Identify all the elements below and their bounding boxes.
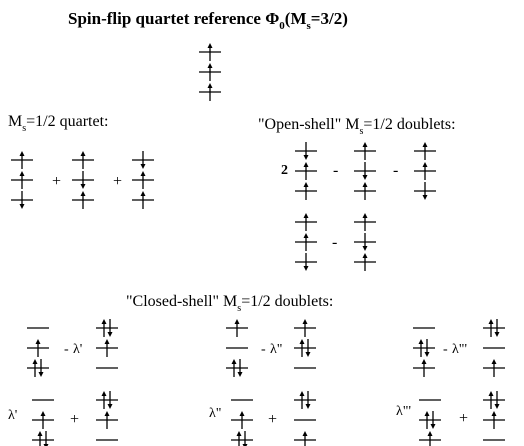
- coefficient-lambda-triple-prime: λ"': [396, 404, 411, 419]
- closed-doublet-configuration: [419, 399, 441, 446]
- coefficient-lambda-prime: λ': [8, 408, 17, 423]
- plus-sign: +: [459, 410, 468, 427]
- minus-sign: -: [261, 342, 266, 357]
- open-doublet-configuration: [295, 213, 317, 271]
- open-doublet-configuration: [354, 213, 376, 271]
- coefficient-lambda-triple-prime: λ"': [452, 342, 467, 357]
- plus-sign: +: [52, 173, 61, 190]
- operators: + + 2 - - - - λ' λ' + - λ" λ" + - λ"' λ"…: [8, 162, 468, 428]
- closed-doublet-configuration: [96, 319, 118, 369]
- coefficient-two: 2: [281, 163, 288, 178]
- closed-doublet-configuration: [226, 319, 248, 377]
- quartet-configuration: [72, 151, 94, 209]
- quartet-label: Ms=1/2 quartet:: [8, 113, 108, 134]
- minus-sign: -: [64, 342, 69, 357]
- closed-doublet-configuration: [96, 391, 118, 441]
- plus-sign: +: [70, 411, 79, 428]
- plus-sign: +: [268, 411, 277, 428]
- open-doublet-configuration: [414, 142, 436, 200]
- reference-configuration: [199, 43, 221, 101]
- closed-doublet-configuration: [483, 319, 505, 377]
- quartet-configuration: [132, 151, 154, 209]
- minus-sign: -: [332, 234, 337, 251]
- closed-doublet-configuration: [294, 319, 316, 369]
- coefficient-lambda-double-prime: λ": [270, 342, 283, 357]
- minus-sign: -: [393, 162, 398, 179]
- open-doublet-configuration: [295, 142, 317, 200]
- minus-sign: -: [333, 162, 338, 179]
- open-doublet-configuration: [354, 142, 376, 200]
- closed-doublet-configuration: [294, 391, 316, 446]
- quartet-configuration: [11, 151, 33, 209]
- plus-sign: +: [113, 173, 122, 190]
- open-shell-doublets-label: "Open-shell" Ms=1/2 doublets:: [258, 116, 456, 137]
- minus-sign: -: [443, 342, 448, 357]
- closed-shell-doublets-label: "Closed-shell" Ms=1/2 doublets:: [126, 293, 333, 314]
- orbital-configurations: [11, 43, 505, 446]
- closed-doublet-configuration: [231, 399, 253, 446]
- closed-doublet-configuration: [32, 399, 54, 446]
- diagram-title: Spin-flip quartet reference Φ0(Ms=3/2): [68, 9, 348, 32]
- coefficient-lambda-double-prime: λ": [209, 406, 222, 421]
- closed-doublet-configuration: [413, 327, 435, 377]
- coefficient-lambda-prime: λ': [73, 342, 82, 357]
- closed-doublet-configuration: [483, 391, 505, 441]
- closed-doublet-configuration: [27, 327, 49, 377]
